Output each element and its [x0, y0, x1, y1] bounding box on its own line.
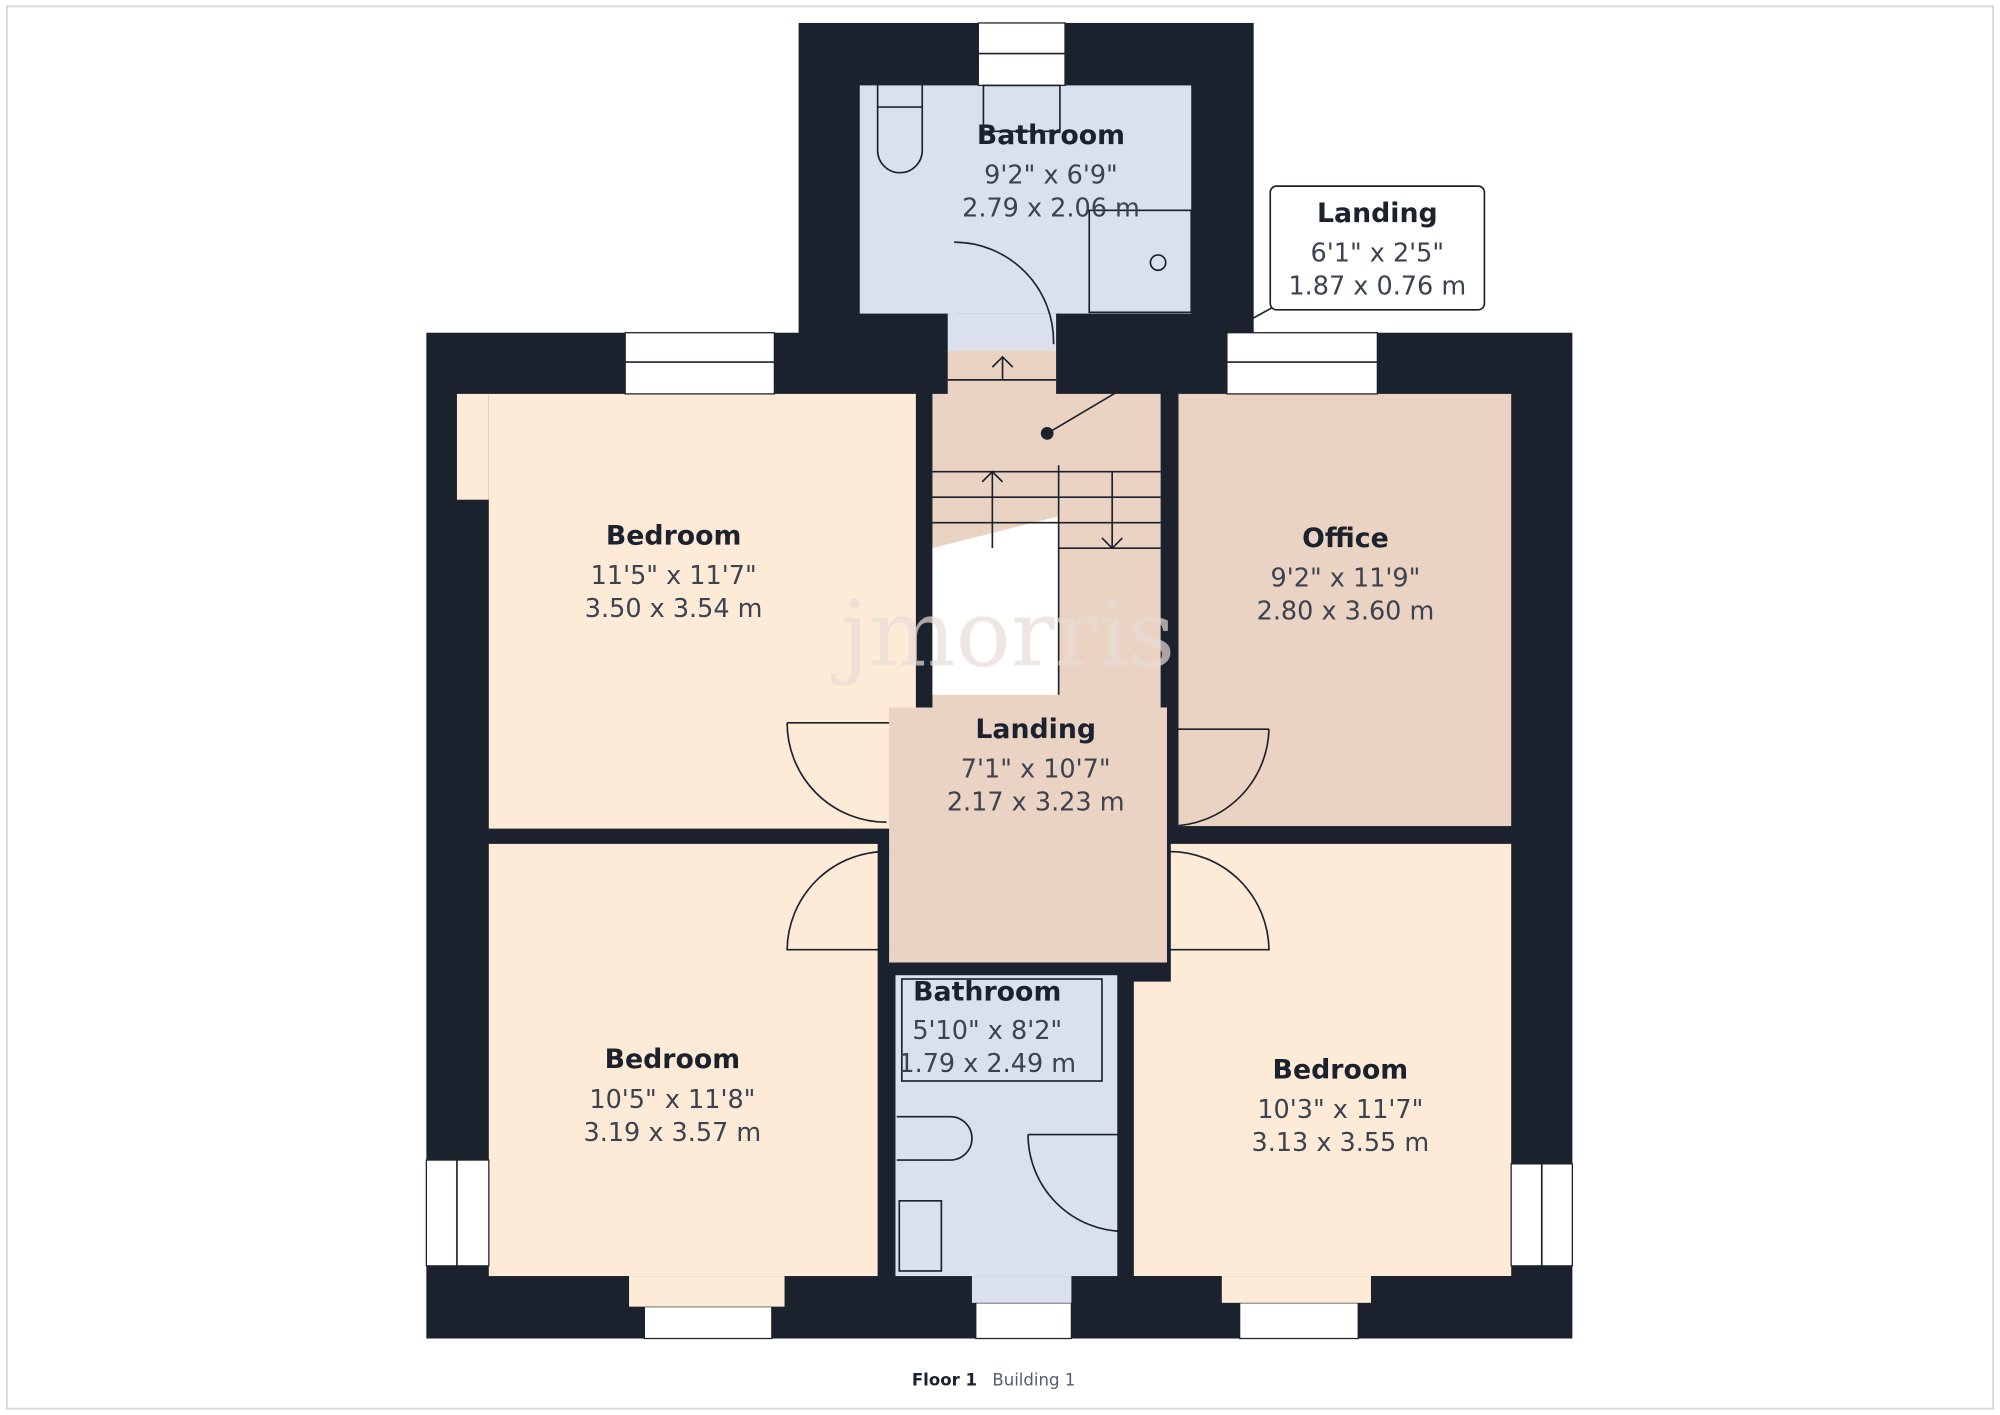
svg-text:3.13 x 3.55 m: 3.13 x 3.55 m: [1252, 1128, 1430, 1158]
svg-text:Bedroom: Bedroom: [605, 1044, 741, 1075]
room-bedroom-bottom-left: [488, 843, 878, 1277]
label-bedroom-bottom-left: Bedroom 10'5" x 11'8" 3.19 x 3.57 m: [584, 1044, 762, 1148]
frame-border: [5, 5, 1995, 1410]
svg-text:9'2" x 6'9": 9'2" x 6'9": [984, 161, 1118, 191]
svg-text:1.87 x 0.76 m: 1.87 x 0.76 m: [1288, 271, 1466, 301]
label-bedroom-top-left: Bedroom 11'5" x 11'7" 3.50 x 3.54 m: [585, 520, 763, 624]
label-landing-small: Landing 6'1" x 2'5" 1.87 x 0.76 m: [1269, 185, 1486, 311]
stairwell-void: [932, 516, 1059, 695]
svg-text:10'3" x 11'7": 10'3" x 11'7": [1257, 1095, 1423, 1125]
bathroom-passage: [947, 313, 1057, 352]
label-landing: Landing 7'1" x 10'7" 2.17 x 3.23 m: [947, 714, 1125, 818]
room-bedroom-top-left: [488, 393, 916, 829]
svg-text:2.80 x 3.60 m: 2.80 x 3.60 m: [1257, 597, 1435, 627]
svg-text:Bedroom: Bedroom: [606, 520, 742, 551]
svg-text:5'10" x 8'2": 5'10" x 8'2": [912, 1016, 1062, 1046]
label-bedroom-bottom-right: Bedroom 10'3" x 11'7" 3.13 x 3.55 m: [1252, 1054, 1430, 1158]
svg-text:9'2" x 11'9": 9'2" x 11'9": [1271, 563, 1421, 593]
footer-building: Building 1: [992, 1371, 1075, 1390]
label-office: Office 9'2" x 11'9" 2.80 x 3.60 m: [1257, 523, 1435, 627]
svg-text:3.50 x 3.54 m: 3.50 x 3.54 m: [585, 594, 763, 624]
shower-icon: [1088, 209, 1193, 314]
svg-text:Office: Office: [1302, 523, 1389, 554]
svg-text:Bathroom: Bathroom: [913, 977, 1061, 1008]
room-bathroom-bottom: [895, 975, 1118, 1277]
svg-text:7'1" x 10'7": 7'1" x 10'7": [961, 755, 1111, 785]
svg-text:Landing: Landing: [975, 714, 1096, 745]
stairs: [932, 355, 1161, 695]
watermark: jmorris: [831, 580, 1175, 687]
svg-text:3.19 x 3.57 m: 3.19 x 3.57 m: [584, 1118, 762, 1148]
bath-tub-icon: [901, 978, 1103, 1082]
doors: [786, 241, 1270, 1233]
windows: [425, 22, 1574, 1340]
room-bedroom-bottom-right: [1133, 843, 1512, 1277]
svg-text:10'5" x 11'8": 10'5" x 11'8": [589, 1085, 755, 1115]
svg-text:2.79 x 2.06 m: 2.79 x 2.06 m: [962, 194, 1140, 224]
label-bathroom-bottom: Bathroom 5'10" x 8'2" 1.79 x 2.49 m: [898, 977, 1076, 1079]
fixtures: [876, 84, 1276, 1272]
svg-text:Bedroom: Bedroom: [1273, 1054, 1409, 1085]
toilet-icon-2: [896, 1115, 973, 1161]
svg-text:2.17 x 3.23 m: 2.17 x 3.23 m: [947, 788, 1125, 818]
svg-text:Bathroom: Bathroom: [977, 120, 1125, 151]
sink-icon: [982, 84, 1061, 133]
toilet-icon: [876, 85, 924, 174]
label-bathroom-top: Bathroom 9'2" x 6'9" 2.79 x 2.06 m: [962, 120, 1140, 224]
closet: [456, 393, 489, 500]
svg-text:1.79 x 2.49 m: 1.79 x 2.49 m: [898, 1049, 1076, 1079]
footer-floor: Floor 1: [912, 1371, 977, 1390]
svg-text:11'5" x 11'7": 11'5" x 11'7": [591, 561, 757, 591]
room-office: [1178, 393, 1512, 827]
room-bathroom-top: [859, 85, 1192, 314]
svg-text:Landing: Landing: [1317, 198, 1438, 229]
sink-icon-2: [898, 1200, 943, 1272]
svg-text:6'1" x 2'5": 6'1" x 2'5": [1311, 238, 1445, 268]
